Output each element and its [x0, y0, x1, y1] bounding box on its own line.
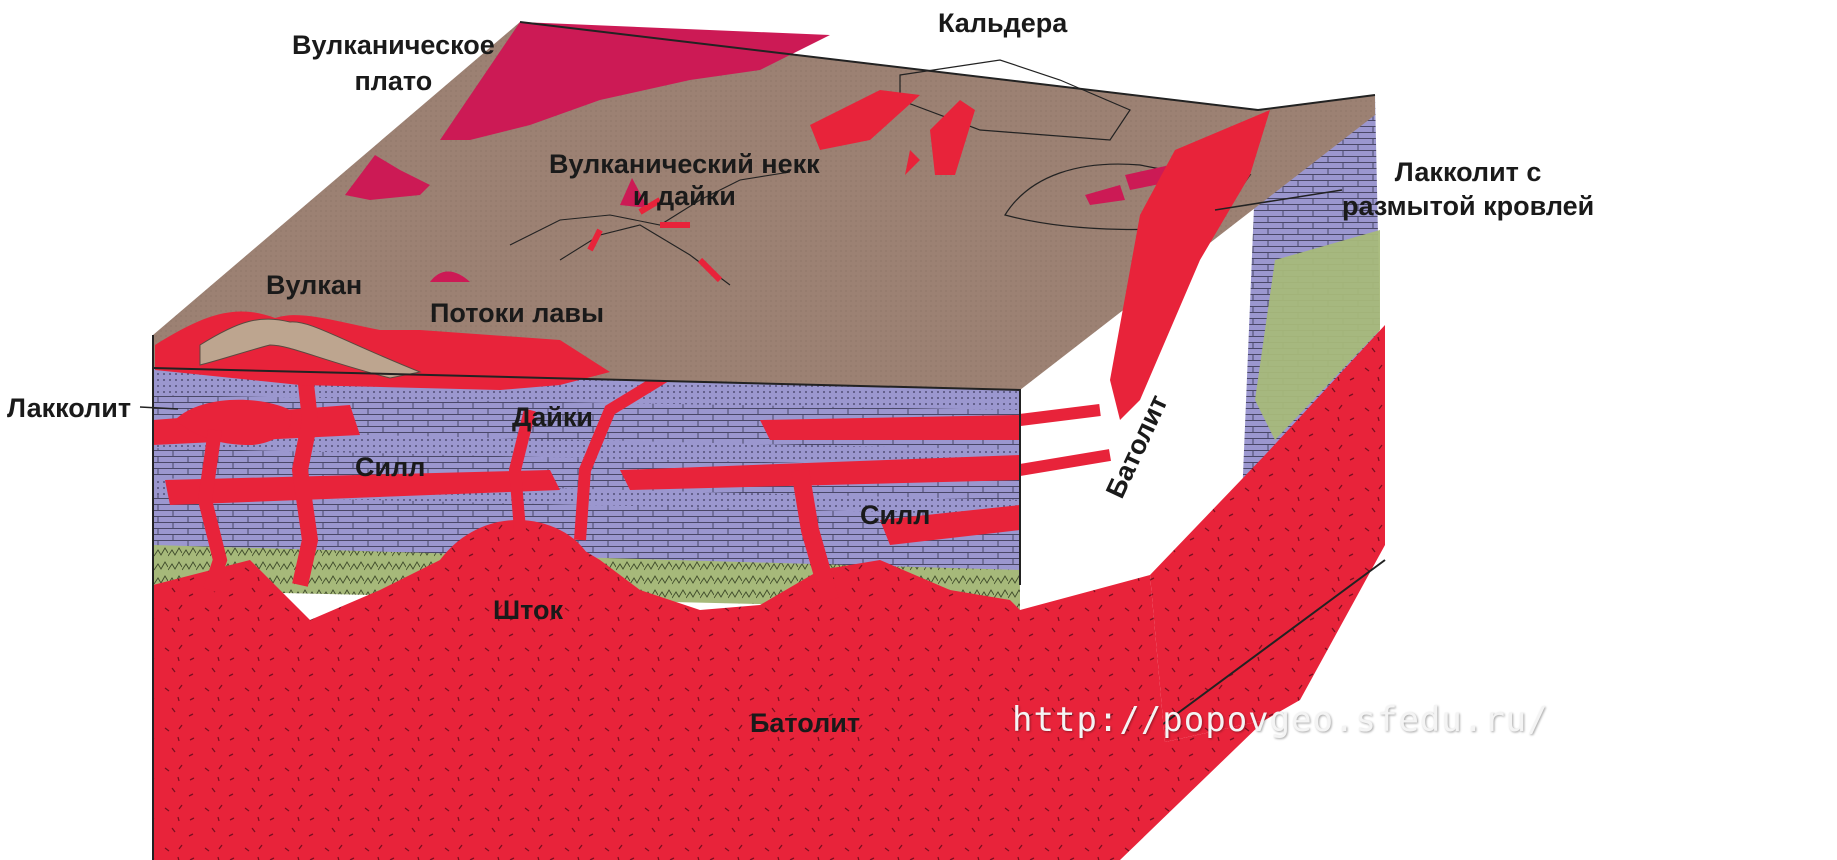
label-batholith-bottom: Батолит — [750, 708, 860, 738]
label-dikes: Дайки — [512, 402, 593, 432]
label-volcanic-neck: Вулканический некк и дайки — [549, 148, 820, 212]
watermark-url: http://popovgeo.sfedu.ru/ — [1012, 700, 1549, 740]
label-sill-right: Силл — [860, 500, 930, 530]
label-sill-left: Силл — [355, 452, 425, 482]
label-stock: Шток — [493, 595, 563, 625]
label-caldera: Кальдера — [938, 8, 1067, 38]
label-laccolith: Лакколит — [7, 393, 131, 423]
label-volcano: Вулкан — [266, 270, 362, 300]
label-lava-flows: Потоки лавы — [430, 298, 604, 328]
label-volcanic-plateau: Вулканическое плато — [292, 27, 495, 99]
label-laccolith-eroded: Лакколит с размытой кровлей — [1342, 155, 1594, 223]
